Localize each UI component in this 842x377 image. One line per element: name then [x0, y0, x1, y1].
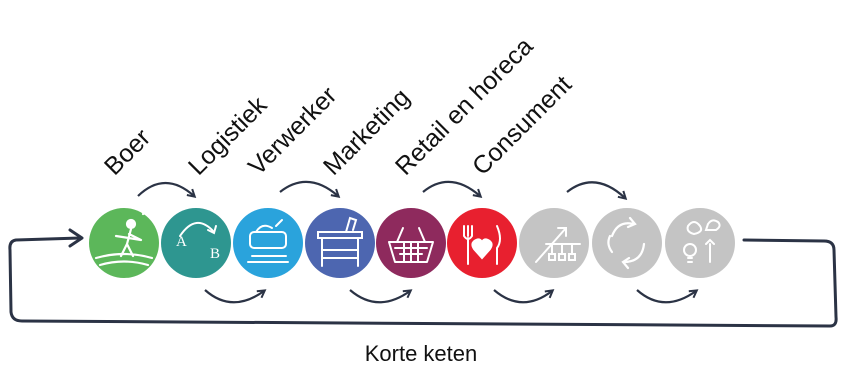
flow-arrow-upper-3 [422, 180, 480, 196]
flow-arrow-lower-1 [204, 289, 264, 304]
stage-verwerker-node [233, 208, 303, 278]
feedback-loop-line [8, 236, 838, 328]
svg-text:B: B [210, 246, 220, 262]
stage-9-node [665, 208, 735, 278]
diagram-caption: Korte keten [364, 341, 478, 366]
flow-arrow-upper-2 [279, 180, 338, 196]
network-growth-icon [535, 227, 581, 263]
ideas-tools-icon [683, 219, 721, 263]
feedback-loop-arrowhead [68, 228, 84, 248]
stage-marketing-node [305, 208, 375, 278]
cutlery-heart-icon [463, 225, 501, 265]
stage-consument-node [447, 208, 517, 278]
shopping-basket-icon [388, 227, 434, 263]
farmer-icon [94, 210, 154, 267]
stage-8-node [592, 208, 662, 278]
svg-text:A: A [176, 234, 187, 250]
stage-7-node [519, 208, 589, 278]
flow-arrow-upper-4 [566, 181, 625, 198]
stage-retail-en-horeca-node [376, 208, 446, 278]
flow-arrow-lower-3 [493, 289, 552, 304]
flow-arrow-upper-1 [137, 182, 194, 196]
market-stall-icon [317, 216, 363, 267]
flow-arrow-lower-2 [349, 289, 410, 304]
stage-logistiek-node: A B [161, 208, 231, 278]
stage-boer-node [89, 208, 159, 278]
processing-hands-icon [247, 219, 289, 263]
a-to-b-transport-icon: A B [176, 222, 220, 262]
flow-arrow-lower-4 [636, 289, 696, 304]
recycle-icon [607, 216, 646, 270]
